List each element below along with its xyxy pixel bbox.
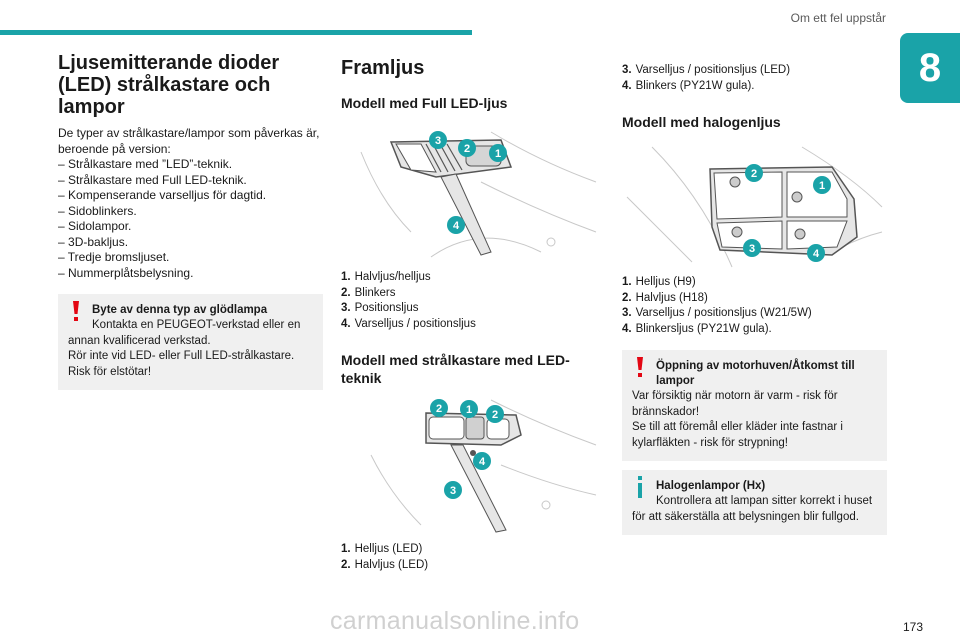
chapter-tab: 8 bbox=[900, 33, 960, 103]
led-legend: 1.Helljus (LED) 2.Halvljus (LED) bbox=[341, 542, 603, 573]
svg-text:3: 3 bbox=[749, 243, 755, 255]
svg-text:1: 1 bbox=[495, 148, 501, 160]
svg-text:2: 2 bbox=[492, 409, 498, 421]
warning-exclamation-icon bbox=[73, 301, 79, 321]
warning-box: Öppning av motorhuven/Åtkomst till lampo… bbox=[622, 350, 887, 461]
header-accent-bar bbox=[0, 30, 472, 35]
headlamp-illustration: 2 1 3 4 bbox=[626, 146, 883, 268]
halogen-legend: 1.Helljus (H9) 2.Halvljus (H18) 3.Varsel… bbox=[622, 275, 887, 337]
legend-item: 3.Positionsljus bbox=[341, 302, 419, 314]
info-box: Halogenlampor (Hx) Kontrollera att lampa… bbox=[622, 470, 887, 535]
intro-text: De typer av strålkastare/lampor som påve… bbox=[58, 126, 320, 156]
page-heading: Ljusemitterande dioder (LED) strålkastar… bbox=[58, 52, 280, 118]
section-heading: Framljus bbox=[341, 57, 425, 79]
list-item: Sidolampor. bbox=[58, 219, 323, 235]
watermark: carmanualsonline.info bbox=[330, 607, 580, 635]
svg-text:4: 4 bbox=[479, 456, 486, 468]
warning-text: Var försiktig när motorn är varm - risk … bbox=[632, 390, 838, 418]
led-legend-continued: 3.Varselljus / positionsljus (LED) 4.Bli… bbox=[622, 63, 887, 94]
legend-item: 1.Helljus (LED) bbox=[341, 543, 423, 555]
section-title: Om ett fel uppstår bbox=[790, 11, 886, 25]
svg-text:3: 3 bbox=[435, 135, 441, 147]
led-headlamp-figure: 2 1 2 4 3 bbox=[341, 395, 603, 535]
list-item: Nummerplåtsbelysning. bbox=[58, 266, 323, 282]
column-1: Ljusemitterande dioder (LED) strålkastar… bbox=[58, 52, 323, 390]
info-text: Kontrollera att lampan sitter korrekt i … bbox=[632, 495, 873, 523]
full-led-headlamp-figure: 3 2 1 4 bbox=[341, 122, 603, 262]
full-led-legend: 1.Halvljus/helljus 2.Blinkers 3.Position… bbox=[341, 270, 603, 332]
headlamp-illustration: 2 1 2 4 3 bbox=[370, 399, 597, 533]
warning-box: Byte av denna typ av glödlampa Kontakta … bbox=[58, 294, 323, 390]
legend-item: 4.Varselljus / positionsljus bbox=[341, 317, 476, 330]
svg-text:4: 4 bbox=[813, 248, 820, 260]
column-3: 3.Varselljus / positionsljus (LED) 4.Bli… bbox=[622, 63, 887, 535]
warning-title: Öppning av motorhuven/Åtkomst till lampo… bbox=[656, 360, 855, 387]
warning-title: Byte av denna typ av glödlampa bbox=[92, 304, 268, 316]
list-item: Strålkastare med ”LED”-teknik. bbox=[58, 157, 323, 173]
page-number: 173 bbox=[902, 620, 923, 634]
list-item: Strålkastare med Full LED-teknik. bbox=[58, 173, 323, 189]
legend-item: 1.Helljus (H9) bbox=[622, 276, 696, 288]
list-item: Kompenserande varselljus för dagtid. bbox=[58, 188, 323, 204]
legend-item: 3.Varselljus / positionsljus (LED) bbox=[622, 64, 791, 76]
subsection-heading: Modell med halogenljus bbox=[622, 114, 781, 130]
legend-item: 4.Blinkersljus (PY21W gula). bbox=[622, 322, 772, 335]
legend-item: 2.Blinkers bbox=[341, 286, 396, 299]
svg-text:3: 3 bbox=[450, 485, 456, 497]
list-item: 3D-bakljus. bbox=[58, 235, 323, 251]
legend-item: 4.Blinkers (PY21W gula). bbox=[622, 79, 755, 92]
list-item: Tredje bromsljuset. bbox=[58, 250, 323, 266]
svg-text:1: 1 bbox=[466, 404, 472, 416]
warning-text: Kontakta en PEUGEOT-verkstad eller en an… bbox=[68, 319, 301, 347]
warning-text: Se till att föremål eller kläder inte fa… bbox=[632, 421, 843, 449]
subsection-heading: Modell med strålkastare med LED-teknik bbox=[341, 352, 570, 386]
legend-item: 1.Halvljus/helljus bbox=[341, 271, 431, 283]
halogen-headlamp-figure: 2 1 3 4 bbox=[622, 137, 884, 272]
list-item: Sidoblinkers. bbox=[58, 204, 323, 220]
legend-item: 2.Halvljus (LED) bbox=[341, 558, 429, 571]
legend-item: 2.Halvljus (H18) bbox=[622, 291, 708, 304]
warning-text: Rör inte vid LED- eller Full LED-strålka… bbox=[68, 350, 295, 378]
subsection-heading: Modell med Full LED-ljus bbox=[341, 95, 508, 111]
lamp-type-list: Strålkastare med ”LED”-teknik. Strålkast… bbox=[58, 157, 323, 281]
warning-exclamation-icon bbox=[637, 357, 643, 377]
info-icon bbox=[638, 476, 642, 498]
legend-item: 3.Varselljus / positionsljus (W21/5W) bbox=[622, 307, 812, 319]
info-title: Halogenlampor (Hx) bbox=[656, 480, 766, 492]
svg-text:2: 2 bbox=[464, 143, 470, 155]
svg-text:2: 2 bbox=[436, 403, 442, 415]
svg-text:2: 2 bbox=[751, 168, 757, 180]
column-2: Framljus Modell med Full LED-ljus 3 2 1 … bbox=[341, 52, 603, 573]
headlamp-illustration: 3 2 1 4 bbox=[360, 131, 597, 258]
svg-text:1: 1 bbox=[819, 180, 825, 192]
svg-text:4: 4 bbox=[453, 220, 460, 232]
